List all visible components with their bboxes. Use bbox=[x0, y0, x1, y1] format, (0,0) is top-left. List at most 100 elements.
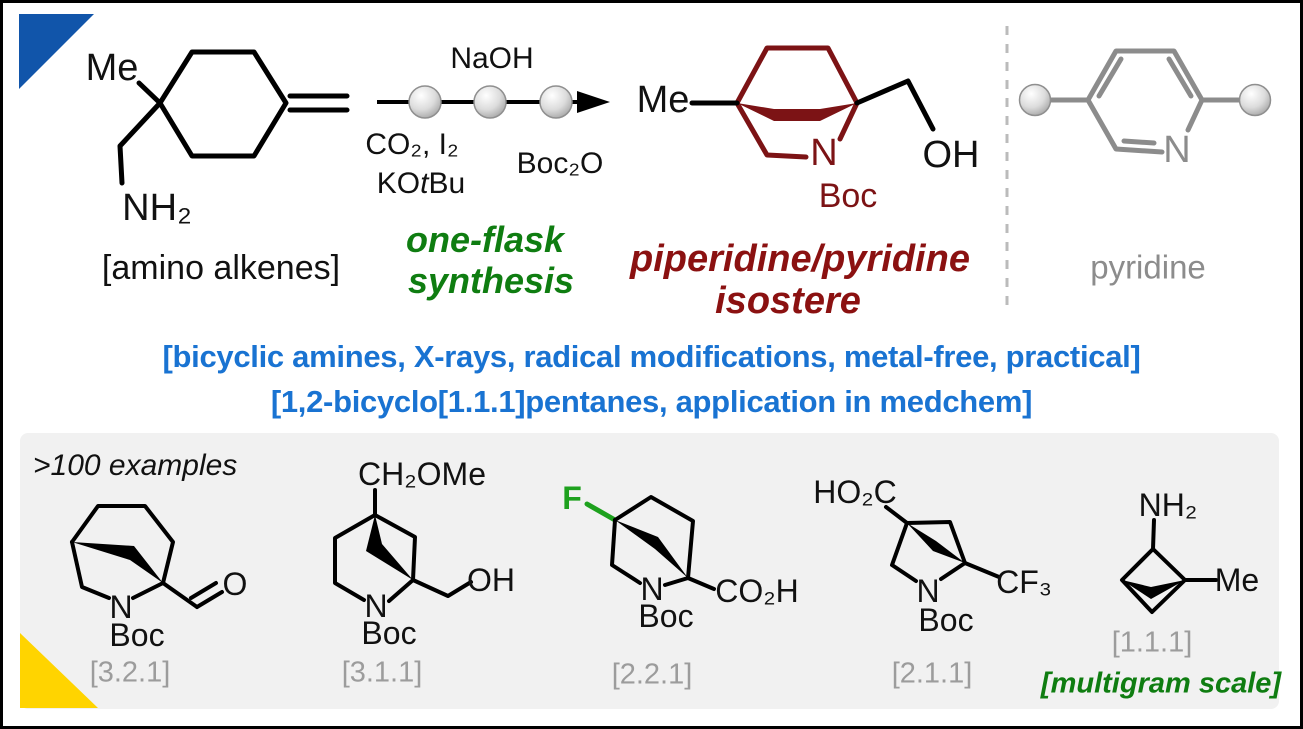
ex2-nitrogen-label: N bbox=[364, 588, 388, 624]
ring-right bbox=[905, 520, 967, 565]
acid-bond bbox=[686, 576, 716, 591]
bond-n-c bbox=[70, 540, 111, 600]
product-boc-label: Boc bbox=[818, 177, 878, 215]
pyridine-double-2 bbox=[1166, 56, 1194, 99]
hydroxymethyl-bond bbox=[411, 578, 473, 598]
ex5-amine-label: NH₂ bbox=[1138, 487, 1198, 523]
ex3-boc-label: Boc bbox=[638, 598, 694, 634]
highlight-line-1: [bicyclic amines, X-rays, radical modifi… bbox=[162, 339, 1141, 374]
kotbu-italic-t: t bbox=[420, 167, 429, 200]
arrow-head bbox=[577, 91, 610, 113]
ex2-ch2ome-label: CH₂OMe bbox=[358, 456, 486, 492]
reactant-amine-label: NH₂ bbox=[122, 187, 192, 229]
bead-1 bbox=[408, 85, 442, 119]
multigram-note: [multigram scale] bbox=[1040, 667, 1282, 700]
ex3-nitrogen-label: N bbox=[640, 571, 664, 607]
ring-top bbox=[613, 495, 695, 580]
bond-c-n bbox=[939, 561, 967, 581]
bicyclopentane-ring bbox=[1120, 547, 1187, 614]
product-ring-right bbox=[837, 100, 860, 142]
highlight-line-2: [1,2-bicyclo[1.1.1]pentanes, application… bbox=[270, 384, 1033, 419]
ring-left bbox=[890, 521, 918, 583]
bond-c-n bbox=[131, 581, 165, 600]
pyridine-ring-left bbox=[1085, 97, 1165, 155]
reactant-structure bbox=[117, 49, 350, 186]
example-311-structure bbox=[333, 488, 473, 603]
ex1-bracket-label: [3.2.1] bbox=[89, 656, 171, 689]
green-note-line1: one-flask bbox=[405, 219, 565, 260]
cyclohexane-ring bbox=[157, 49, 289, 159]
ring-left bbox=[333, 513, 377, 602]
cf3-bond bbox=[963, 561, 1001, 579]
ex4-nitrogen-label: N bbox=[916, 573, 940, 609]
ex3-acid-label: CO₂H bbox=[715, 573, 799, 609]
reagent-kotbu-label: KOtBu bbox=[377, 169, 465, 199]
ex5-bracket-label: [1.1.1] bbox=[1111, 626, 1193, 659]
ex1-oxygen-label: O bbox=[222, 566, 248, 602]
ex1-boc-label: Boc bbox=[109, 617, 165, 653]
pyridine-caption: pyridine bbox=[1090, 248, 1206, 286]
example-211-structure bbox=[884, 505, 1001, 583]
aminomethyl-bond bbox=[117, 100, 163, 186]
pyridine-nitrogen-label: N bbox=[1163, 129, 1191, 171]
ex4-boc-label: Boc bbox=[918, 602, 974, 638]
exocyclic-double-bond bbox=[287, 93, 350, 113]
ring-right bbox=[373, 513, 417, 603]
reagent-co2-i2-label: CO₂, I₂ bbox=[365, 128, 459, 161]
corner-triangle-blue bbox=[19, 14, 94, 89]
example-111-structure bbox=[1120, 518, 1218, 614]
aldehyde-bond bbox=[161, 581, 199, 609]
corner-triangle-yellow bbox=[20, 633, 98, 708]
methyl-bond bbox=[136, 80, 163, 106]
bond-c-n bbox=[663, 576, 690, 587]
green-note-line2: synthesis bbox=[407, 260, 575, 301]
reaction-arrow bbox=[377, 85, 610, 119]
reactant-methyl-label: Me bbox=[85, 47, 139, 89]
ex4-cf3-label: CF₃ bbox=[996, 564, 1052, 600]
product-hydroxymethyl-bond bbox=[854, 78, 936, 132]
reactant-caption: [amino alkenes] bbox=[101, 249, 341, 287]
ex2-boc-label: Boc bbox=[361, 615, 417, 651]
product-methyl-label: Me bbox=[636, 79, 690, 121]
pyridine-bead-left bbox=[1018, 83, 1052, 117]
ex3-fluoro-label: F bbox=[562, 480, 582, 516]
pyridine-structure bbox=[1018, 48, 1272, 155]
amine-bond bbox=[1151, 518, 1156, 551]
pyridine-double-3 bbox=[1121, 138, 1157, 146]
kotbu-prefix: KO bbox=[376, 167, 421, 200]
ex1-nitrogen-label: N bbox=[109, 589, 133, 625]
reagent-boc2o-label: Boc₂O bbox=[516, 147, 604, 180]
ring bbox=[70, 504, 175, 585]
product-ring-top bbox=[734, 45, 860, 106]
bridge-wedge bbox=[366, 515, 413, 580]
pyridine-ring-right bbox=[1185, 97, 1205, 133]
product-ring-left bbox=[734, 100, 809, 160]
acid-bond bbox=[884, 505, 909, 525]
ex3-bracket-label: [2.2.1] bbox=[611, 658, 693, 691]
example-321-structure bbox=[70, 504, 224, 609]
pyridine-bead-right bbox=[1238, 83, 1272, 117]
product-bridge-wedge bbox=[737, 103, 857, 121]
ex4-acid-label: HO₂C bbox=[813, 474, 897, 510]
example-221-structure bbox=[584, 495, 716, 591]
product-hydroxyl-label: OH bbox=[922, 134, 980, 176]
ring-left bbox=[610, 518, 642, 585]
bridge-wedge bbox=[1122, 580, 1185, 599]
ex4-bracket-label: [2.1.1] bbox=[891, 657, 973, 690]
ex2-hydroxyl-label: OH bbox=[467, 562, 515, 598]
ex2-bracket-label: [3.1.1] bbox=[341, 656, 423, 689]
red-note-line2: isostere bbox=[715, 280, 861, 322]
kotbu-suffix: Bu bbox=[428, 167, 466, 200]
fluoro-bond bbox=[584, 501, 618, 523]
carbonyl-double-bond bbox=[189, 581, 224, 609]
examples-panel bbox=[20, 433, 1279, 709]
examples-header: >100 examples bbox=[33, 449, 238, 482]
ex5-methyl-label: Me bbox=[1214, 562, 1260, 598]
pyridine-ring-top bbox=[1085, 48, 1205, 103]
bead-2 bbox=[473, 85, 507, 119]
product-structure bbox=[689, 45, 936, 160]
pyridine-double-1 bbox=[1096, 56, 1124, 99]
reagent-naoh-label: NaOH bbox=[450, 42, 534, 75]
